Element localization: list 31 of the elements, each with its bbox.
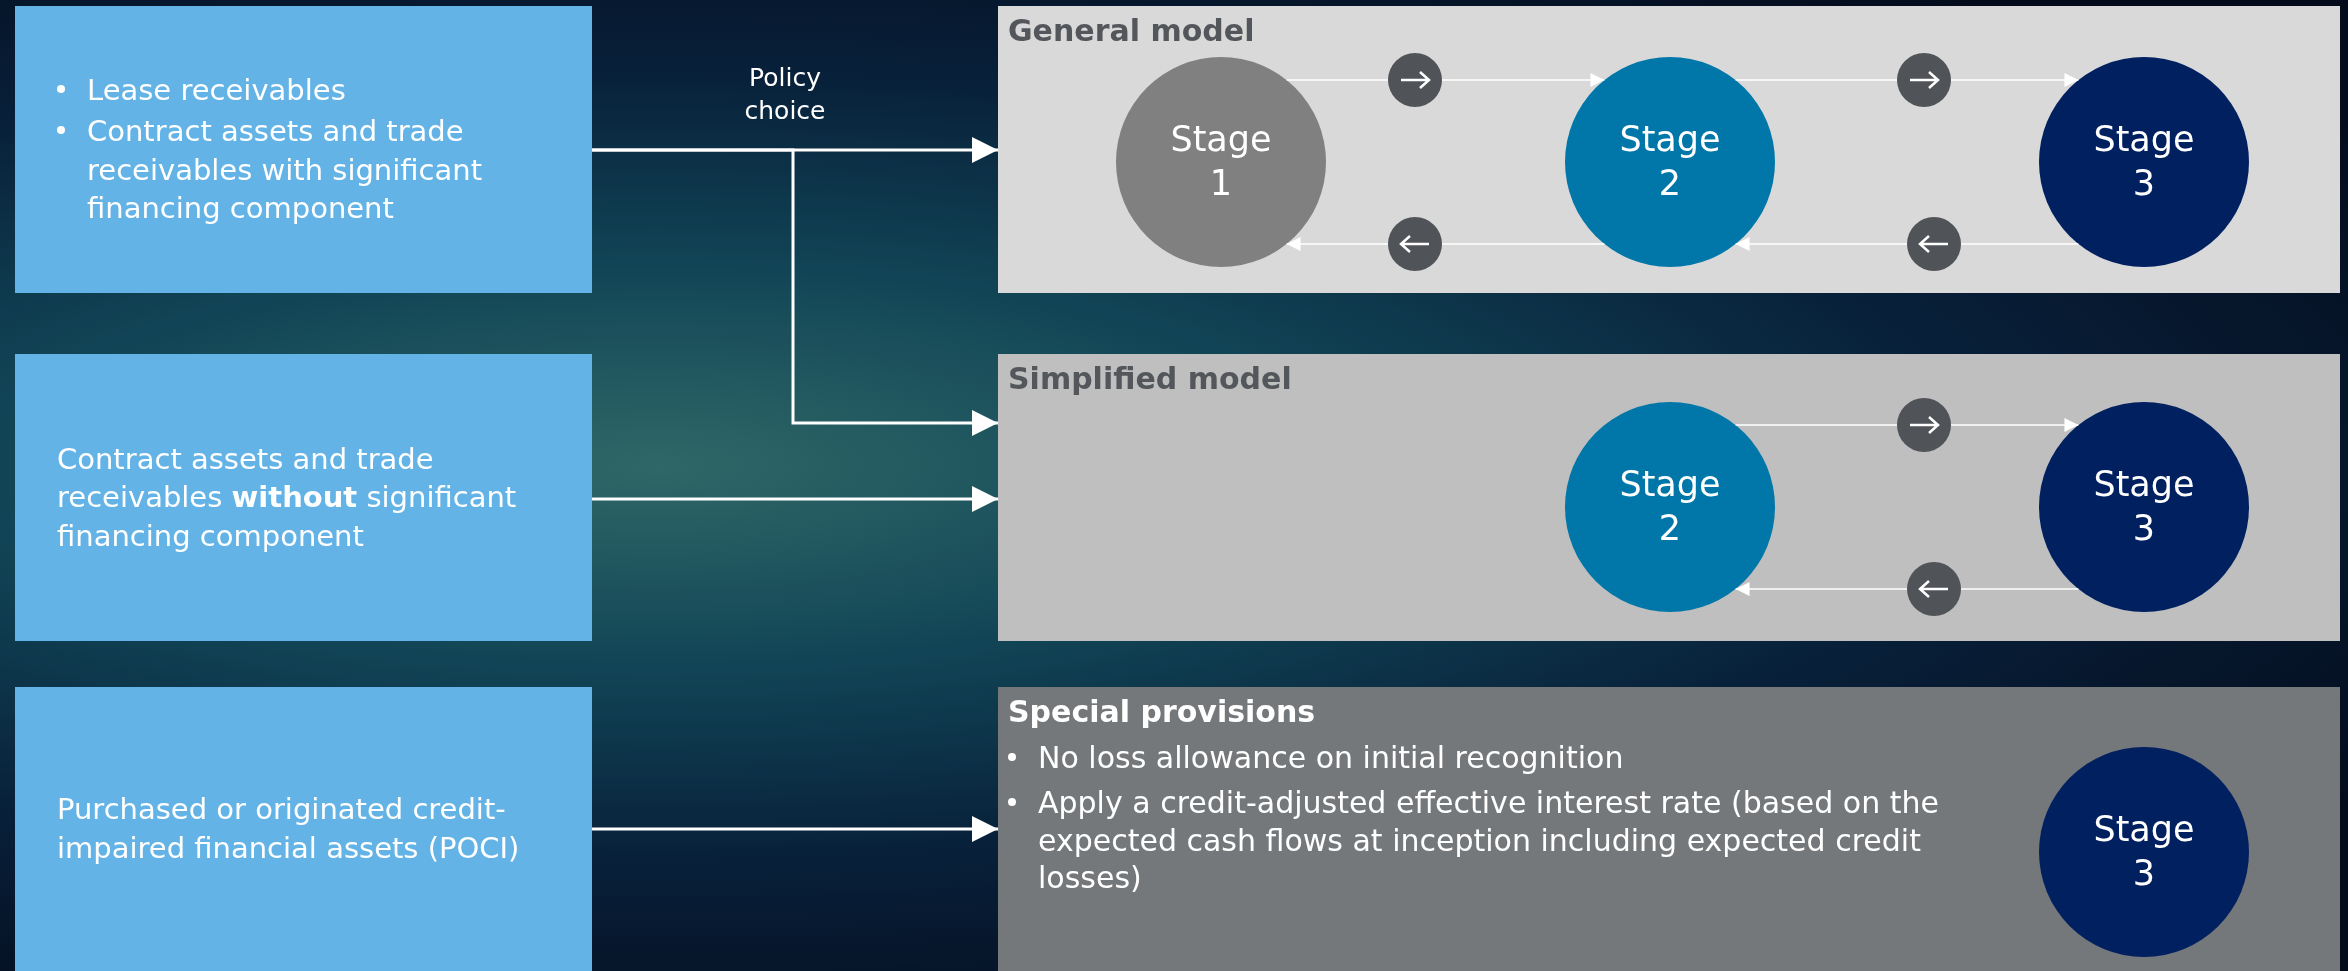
transition-arrow xyxy=(1734,53,2080,107)
stage-label: Stage 1 xyxy=(1169,118,1273,205)
panel-heading: Simplified model xyxy=(1008,360,1293,398)
model-panel xyxy=(998,354,2340,641)
stage-label: Stage 3 xyxy=(2092,808,2196,895)
list-item: Contract assets and trade receivables with significant financing component xyxy=(87,112,484,228)
arrow xyxy=(592,148,998,436)
box-text: Purchased or originated credit-impaired financial assets (POCI) xyxy=(57,791,521,867)
stage-label: Stage 3 xyxy=(2092,463,2196,550)
category-box xyxy=(15,6,592,293)
edge-label: Policy choice xyxy=(743,62,827,127)
arrow xyxy=(592,486,998,512)
list-item: Lease receivables xyxy=(87,72,346,110)
category-box xyxy=(15,687,592,971)
transition-arrow xyxy=(1734,217,2080,271)
stage-label: Stage 2 xyxy=(1618,118,1722,205)
model-panel xyxy=(998,687,2340,971)
stage-label: Stage 2 xyxy=(1618,463,1722,550)
model-panel xyxy=(998,6,2340,293)
transition-arrow xyxy=(1734,398,2080,452)
transition-arrow xyxy=(1285,53,1606,107)
list-item: No loss allowance on initial recognition xyxy=(1038,738,1624,776)
stage-label: Stage 3 xyxy=(2092,118,2196,205)
transition-arrow xyxy=(1734,562,2080,616)
panel-heading: General model xyxy=(1008,12,1256,50)
panel-heading: Special provisions xyxy=(1008,693,1317,731)
category-box xyxy=(15,354,592,641)
box-text: Contract assets and trade receivables without significant financing component xyxy=(57,440,518,555)
list-item: Apply a credit-adjusted effective interest rate (based on the expected cash flows at inception including expected credit losses) xyxy=(1038,784,1940,897)
transition-arrow xyxy=(1285,217,1606,271)
arrow xyxy=(592,816,998,842)
